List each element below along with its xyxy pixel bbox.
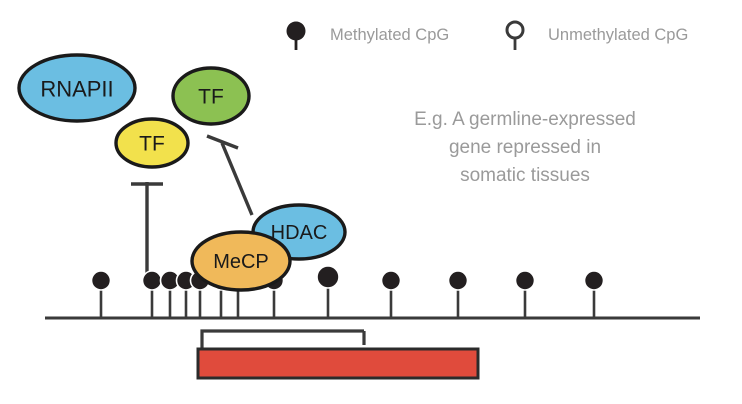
- cpg-site-methylated: [175, 270, 197, 318]
- filled-lollipop-icon: [141, 270, 163, 291]
- legend-label-methylated: Methylated CpG: [330, 26, 449, 44]
- caption-line-3: somatic tissues: [460, 165, 590, 186]
- cpg-site-methylated: [141, 270, 163, 318]
- rnapii-label: RNAPII: [40, 77, 113, 102]
- protein-node-tf-yellow[interactable]: TF: [114, 117, 190, 169]
- caption: E.g. A germline-expressed gene repressed…: [414, 109, 636, 186]
- tss-bracket: [200, 329, 364, 350]
- inhibition-arrow-hdac: [206, 134, 254, 216]
- filled-lollipop-icon: [90, 270, 112, 291]
- protein-node-tf-green[interactable]: TF: [171, 66, 251, 126]
- inhibition-shaft: [220, 142, 254, 216]
- filled-lollipop-icon: [514, 270, 536, 291]
- filled-lollipop-icon: [286, 21, 306, 41]
- legend-item-methylated: Methylated CpG: [286, 21, 449, 50]
- filled-lollipop-icon: [447, 270, 469, 291]
- gene-model: [196, 329, 480, 380]
- inhibition-tbar: [206, 134, 239, 150]
- legend: Methylated CpG Unmethylated CpG: [286, 20, 688, 50]
- open-lollipop-icon: [505, 20, 525, 40]
- hdac-label: HDAC: [271, 222, 328, 244]
- legend-label-unmethylated: Unmethylated CpG: [548, 26, 688, 44]
- gene-body[interactable]: [196, 347, 480, 380]
- dna-strand: [45, 265, 700, 320]
- inhibition-arrow-tf-yellow: [131, 182, 163, 283]
- cpg-site-methylated: [514, 270, 536, 318]
- cpg-site-methylated: [380, 270, 402, 318]
- cpg-sites: [90, 265, 605, 318]
- protein-node-rnapii[interactable]: RNAPII: [17, 53, 137, 123]
- caption-line-1: E.g. A germline-expressed: [414, 109, 636, 130]
- cpg-site-methylated: [316, 265, 340, 318]
- cpg-site-methylated: [583, 270, 605, 318]
- filled-lollipop-icon: [316, 265, 340, 289]
- mecp-label: MeCP: [213, 251, 269, 273]
- mecp-shape: [190, 230, 292, 292]
- caption-line-2: gene repressed in: [449, 137, 601, 158]
- cpg-site-methylated: [90, 270, 112, 318]
- filled-lollipop-icon: [583, 270, 605, 291]
- cpg-site-methylated: [447, 270, 469, 318]
- tf-green-shape: [171, 66, 251, 126]
- rnapii-shape: [17, 53, 137, 123]
- tf-yellow-label: TF: [139, 133, 165, 156]
- tf-green-label: TF: [198, 86, 224, 109]
- protein-complexes: RNAPII TF TF HDAC MeCP: [17, 53, 347, 292]
- protein-node-mecp[interactable]: MeCP: [190, 230, 292, 292]
- legend-item-unmethylated: Unmethylated CpG: [505, 20, 688, 50]
- tf-yellow-shape: [114, 117, 190, 169]
- filled-lollipop-icon: [380, 270, 402, 291]
